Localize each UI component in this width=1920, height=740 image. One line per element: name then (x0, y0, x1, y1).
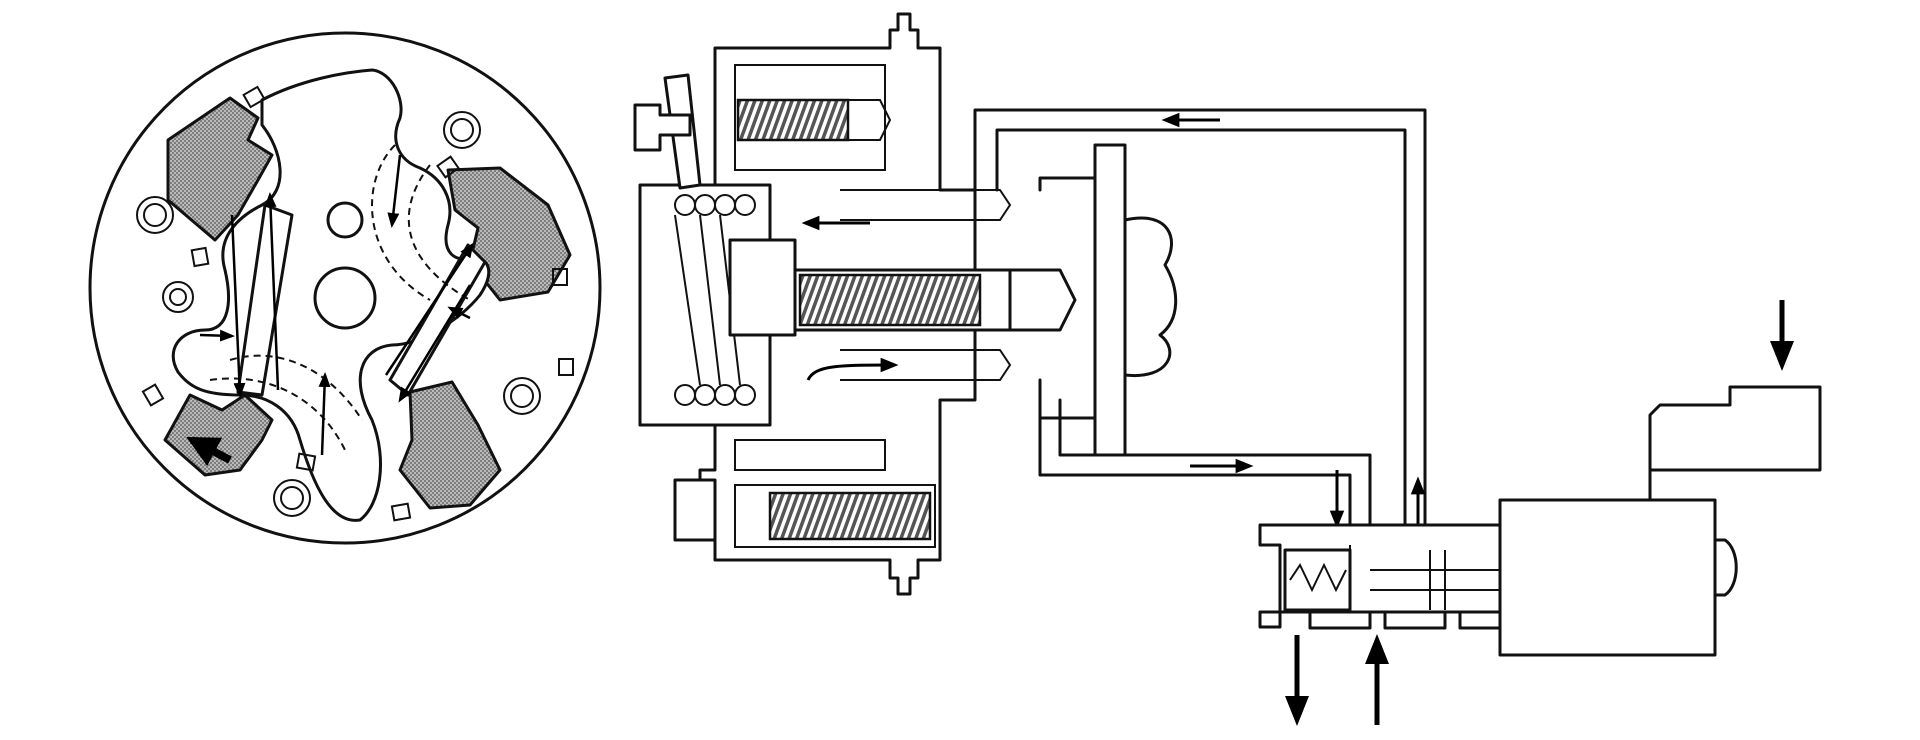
vvt-actuator (633, 12, 1178, 596)
spool-land-1 (1308, 610, 1372, 630)
side-knob (633, 103, 692, 152)
advance-passage-outer (973, 108, 1427, 532)
retard-passage-inner (1058, 398, 1372, 532)
return-spring-coils (674, 194, 756, 406)
rotor-cross-section (88, 31, 602, 545)
cam-flange (1093, 143, 1127, 457)
lower-lock-spring (768, 491, 932, 541)
spool-land-3 (1458, 610, 1502, 630)
lock-pins (141, 85, 574, 522)
cam-shoulder-bottom (1038, 403, 1097, 420)
oil-passage-dashed-3 (229, 354, 363, 421)
retard-passage-outer (1038, 378, 1352, 532)
oil-passage-dashed-2 (407, 164, 471, 301)
solenoid-body (1498, 498, 1717, 657)
chamber-shade-bottom-left (163, 393, 274, 477)
bolt-thread (798, 273, 982, 327)
camshaft-lower-edge (840, 349, 1012, 381)
chamber-shade-bottom-right (398, 380, 502, 510)
lower-lock-chamber (734, 484, 936, 548)
solenoid-connector (1648, 385, 1822, 502)
rotor-flow-arrows (186, 154, 474, 467)
oil-control-valve (1258, 300, 1822, 726)
upper-lock-chamber (734, 64, 886, 171)
cam-lobe (1123, 216, 1178, 378)
bolt-head (728, 238, 797, 337)
chamber-shade-top-left (166, 96, 274, 242)
center-bore (313, 266, 377, 330)
actuator-arrow-lower (806, 357, 899, 381)
lower-slot (734, 439, 886, 471)
lower-plug (673, 478, 717, 542)
rotor-body (171, 68, 491, 522)
ocv-spring (1289, 562, 1347, 593)
bolt-tip (1008, 268, 1077, 332)
vane-left (236, 203, 294, 397)
small-bore (326, 201, 364, 239)
housing-outline (88, 31, 602, 545)
advance-passage-inner (995, 128, 1407, 532)
oil-passages (973, 108, 1427, 535)
cam-shoulder-top (1038, 176, 1097, 192)
camshaft-upper-edge (840, 189, 1012, 221)
upper-lock-spring (736, 98, 850, 142)
solenoid-cap (1713, 538, 1738, 597)
upper-lock-pin (847, 99, 892, 141)
oil-passage-dashed-1 (371, 144, 431, 301)
spool-land-2 (1383, 610, 1447, 630)
